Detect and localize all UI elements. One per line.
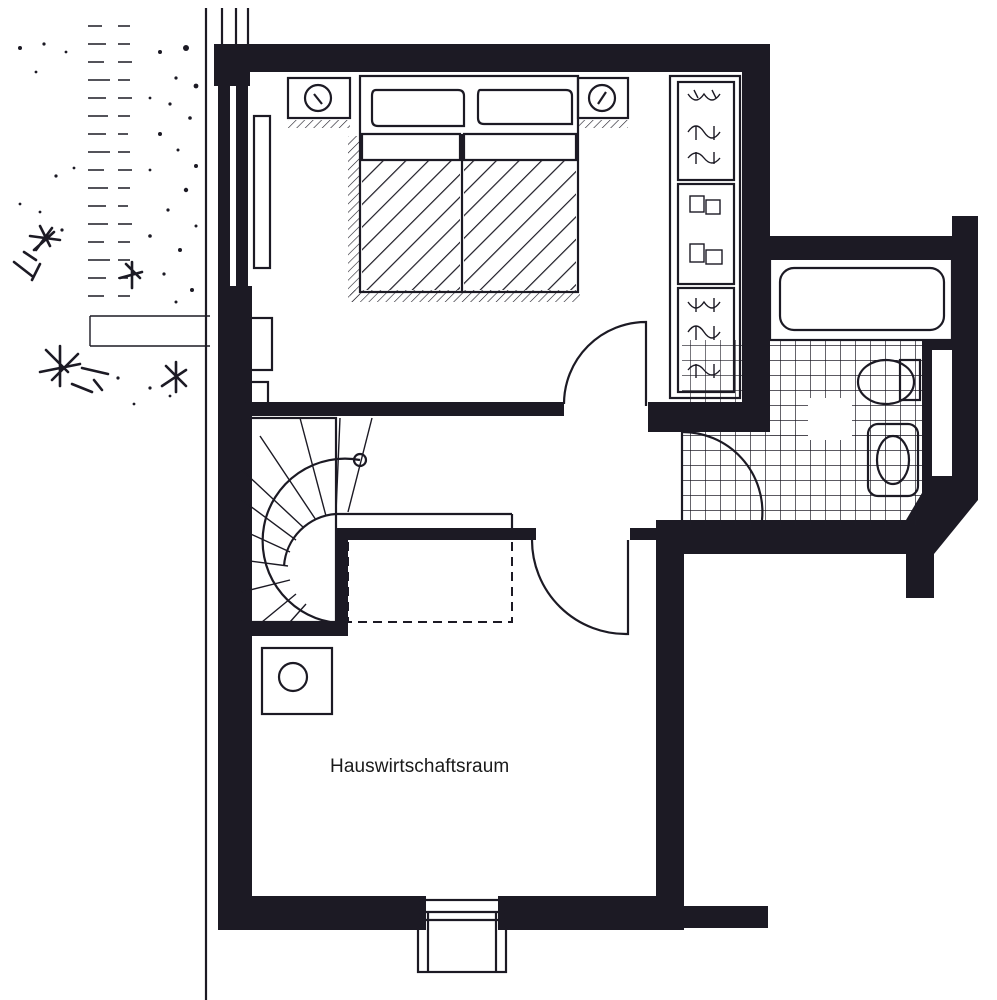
garden-sketch	[12, 8, 250, 1000]
bathroom	[680, 256, 954, 526]
bedroom-door	[562, 320, 648, 406]
staircase	[238, 416, 514, 624]
nightstand-right	[576, 76, 630, 128]
utility-room	[260, 539, 630, 974]
bedroom	[242, 74, 742, 406]
double-bed	[348, 74, 580, 302]
exterior-steps	[416, 898, 508, 974]
toilet	[856, 358, 922, 406]
washbasin	[866, 422, 920, 498]
utility-door	[530, 539, 630, 636]
nightstand-left	[286, 76, 352, 128]
utility-room-label: Hauswirtschaftsraum	[330, 756, 510, 777]
landing-outline	[347, 528, 513, 623]
